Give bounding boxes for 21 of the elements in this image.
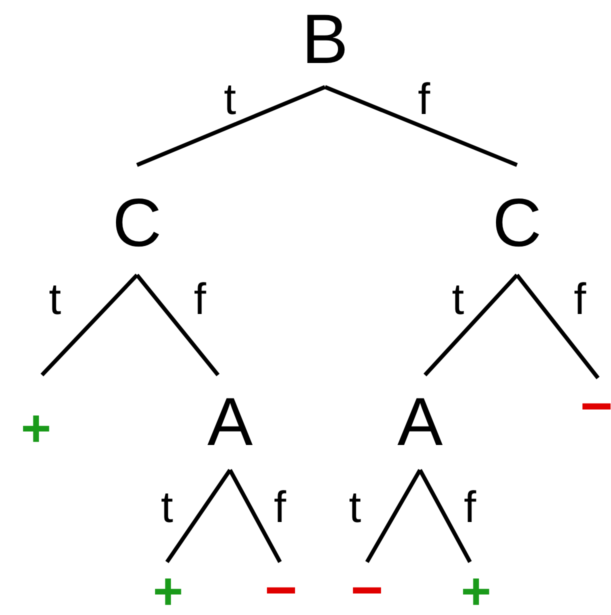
branch-line <box>228 469 282 563</box>
branch-line <box>515 274 600 380</box>
branch-line <box>40 274 138 376</box>
branch-line <box>424 274 518 376</box>
class-label: − <box>580 378 611 434</box>
class-label: + <box>20 403 52 455</box>
attribute-label: A <box>207 388 253 456</box>
branch-line <box>135 274 220 376</box>
class-label: − <box>264 562 298 615</box>
class-label: − <box>350 562 384 615</box>
branch-line <box>136 85 326 167</box>
attribute-label: C <box>492 189 542 257</box>
branch-line <box>324 85 518 167</box>
class-label: + <box>152 566 184 615</box>
branch-line <box>418 469 472 563</box>
branch-line <box>365 469 422 563</box>
branch-line <box>165 468 232 564</box>
attribute-label: C <box>112 189 162 257</box>
class-label: + <box>460 566 492 615</box>
attribute-label: A <box>397 388 443 456</box>
attribute-label: B <box>302 4 348 74</box>
